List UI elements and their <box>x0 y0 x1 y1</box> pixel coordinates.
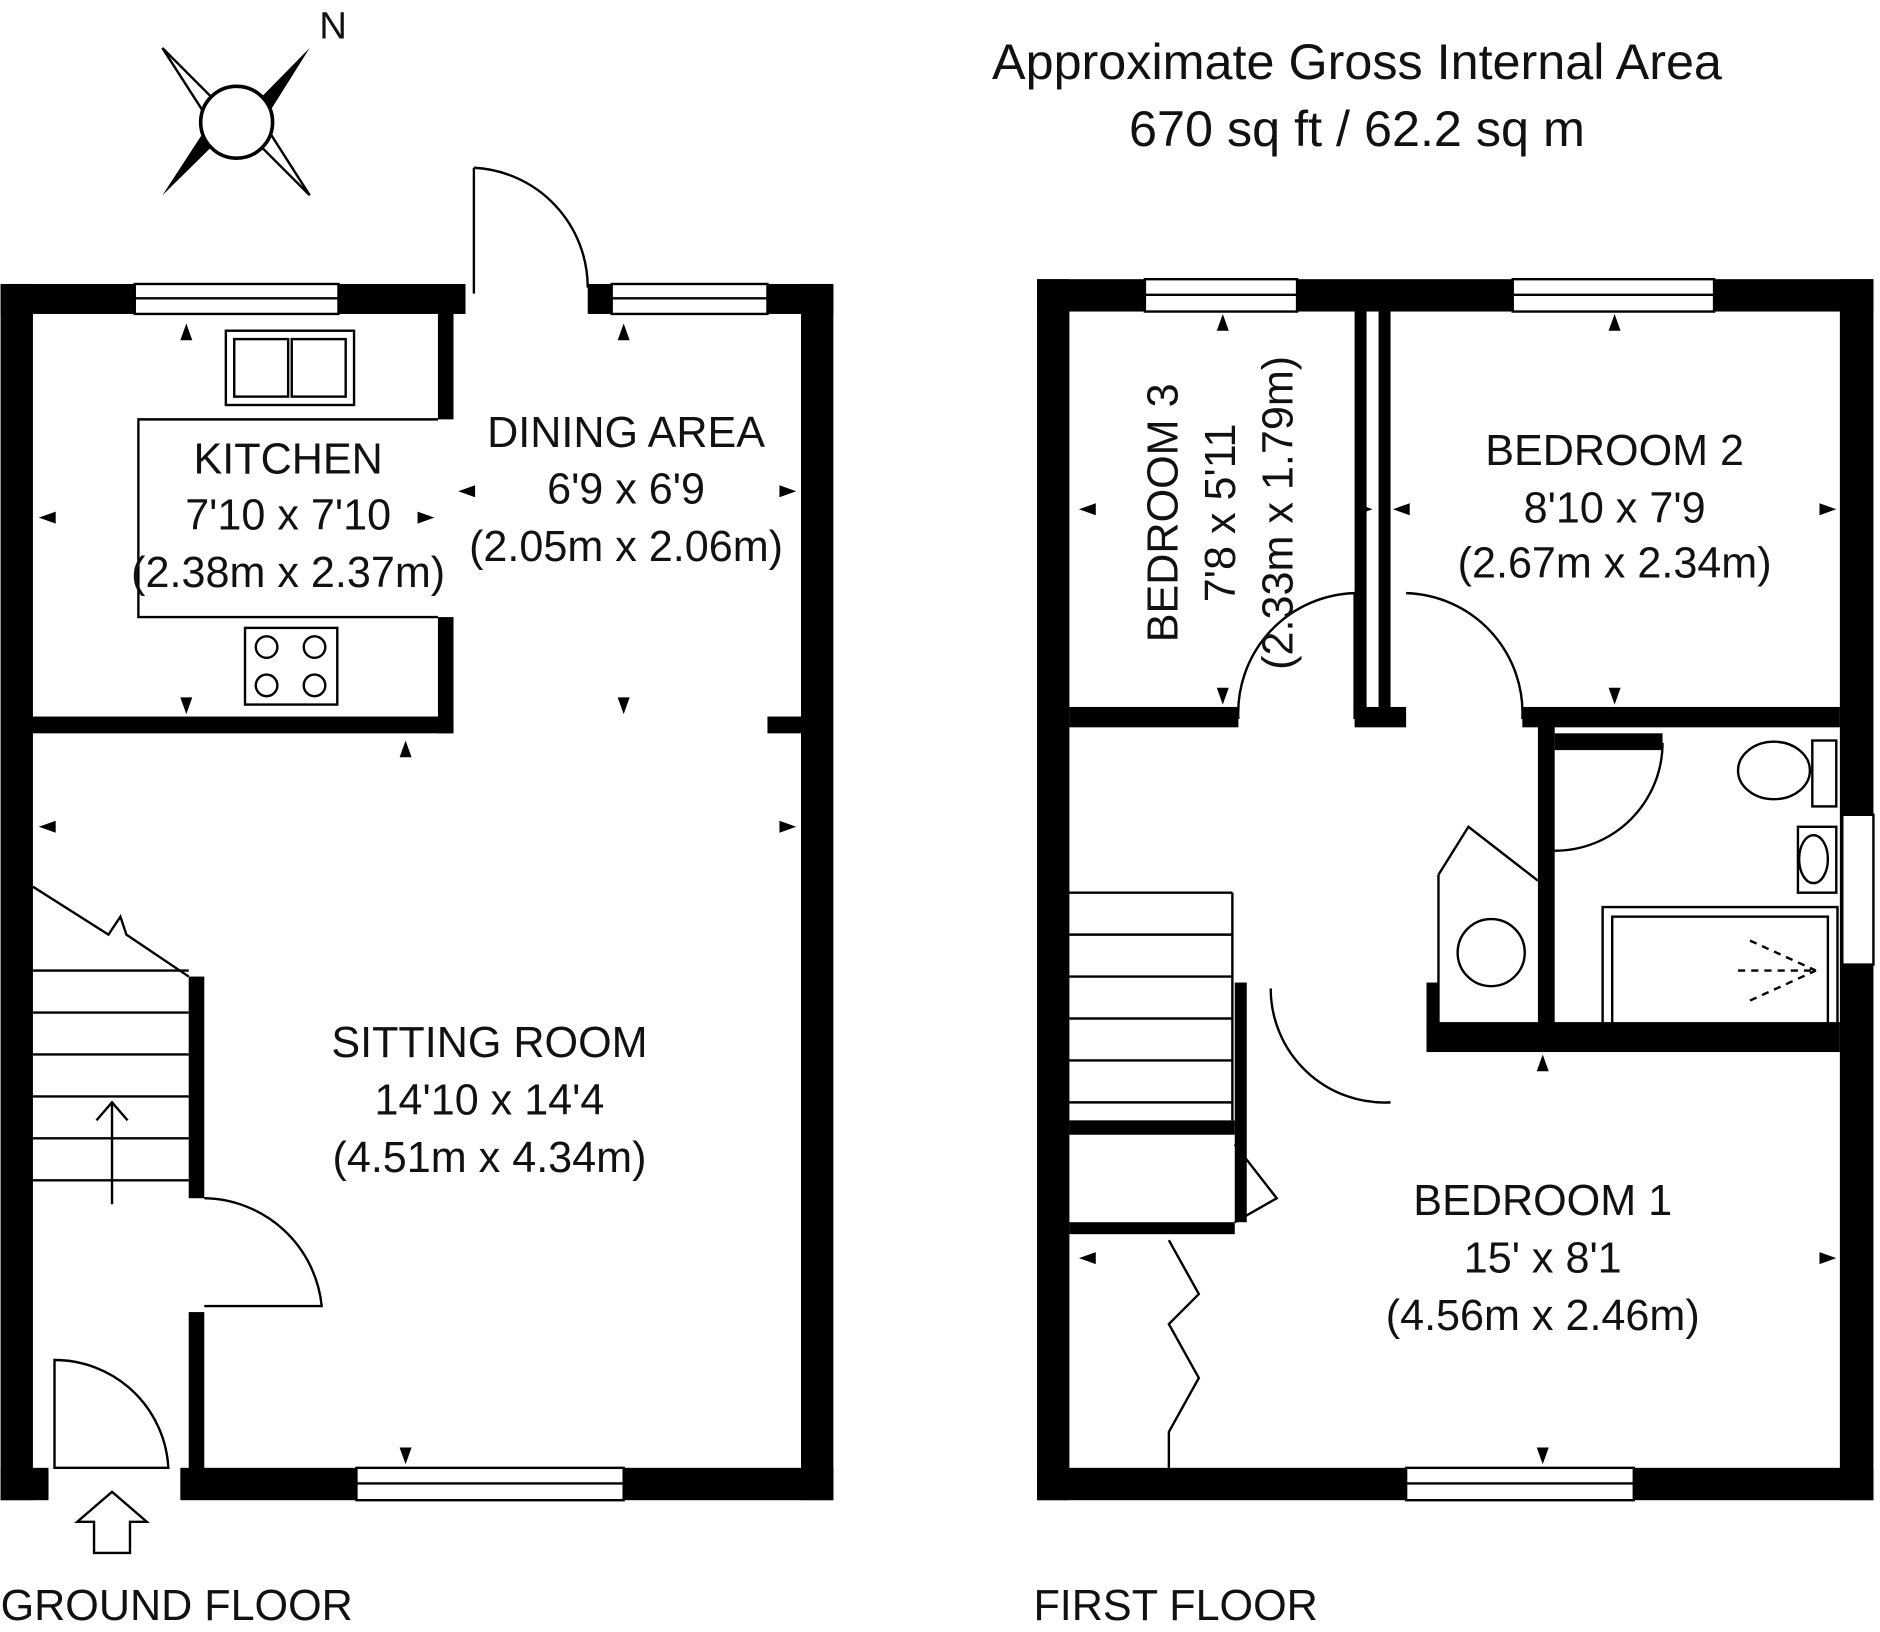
ground-floor-label: GROUND FLOOR <box>1 1582 353 1630</box>
svg-text:BEDROOM 2: BEDROOM 2 <box>1485 427 1744 475</box>
entrance-arrow-icon <box>74 1490 150 1555</box>
svg-text:7'8 x 5'11: 7'8 x 5'11 <box>1197 423 1245 602</box>
svg-text:KITCHEN: KITCHEN <box>194 435 383 483</box>
svg-text:(2.33m x 1.79m): (2.33m x 1.79m) <box>1254 356 1302 670</box>
svg-text:SITTING ROOM: SITTING ROOM <box>331 1019 647 1067</box>
svg-text:8'10 x 7'9: 8'10 x 7'9 <box>1524 484 1706 532</box>
ground-floor-plan: KITCHEN 7'10 x 7'10 (2.38m x 2.37m) DINI… <box>0 166 834 1630</box>
room-bedroom-2: BEDROOM 2 8'10 x 7'9 (2.67m x 2.34m) <box>1458 427 1772 588</box>
area-title: Approximate Gross Internal Area <box>992 33 1722 90</box>
first-floor-label: FIRST FLOOR <box>1033 1582 1317 1630</box>
svg-text:BEDROOM 3: BEDROOM 3 <box>1139 383 1187 642</box>
svg-text:(4.56m x 2.46m): (4.56m x 2.46m) <box>1386 1292 1700 1340</box>
svg-text:7'10 x 7'10: 7'10 x 7'10 <box>185 492 391 540</box>
room-sitting-room: SITTING ROOM 14'10 x 14'4 (4.51m x 4.34m… <box>331 1019 647 1182</box>
svg-text:(4.51m x 4.34m): (4.51m x 4.34m) <box>332 1134 646 1182</box>
room-kitchen: KITCHEN 7'10 x 7'10 (2.38m x 2.37m) <box>131 435 445 597</box>
compass-north-label: N <box>319 4 347 47</box>
svg-text:(2.38m x 2.37m): (2.38m x 2.37m) <box>131 549 445 597</box>
svg-text:15' x 8'1: 15' x 8'1 <box>1464 1235 1622 1283</box>
room-bedroom-1: BEDROOM 1 15' x 8'1 (4.56m x 2.46m) <box>1386 1177 1700 1340</box>
first-floor-plan: BEDROOM 3 7'8 x 5'11 (2.33m x 1.79m) BED… <box>1033 277 1875 1630</box>
compass-icon: N <box>161 4 347 197</box>
area-value: 670 sq ft / 62.2 sq m <box>1129 100 1585 157</box>
svg-text:(2.05m x 2.06m): (2.05m x 2.06m) <box>469 523 783 571</box>
room-bedroom-3: BEDROOM 3 7'8 x 5'11 (2.33m x 1.79m) <box>1139 356 1302 670</box>
room-dining-area: DINING AREA 6'9 x 6'9 (2.05m x 2.06m) <box>469 409 783 571</box>
svg-text:DINING AREA: DINING AREA <box>487 409 765 457</box>
svg-text:14'10 x 14'4: 14'10 x 14'4 <box>375 1076 605 1124</box>
svg-text:(2.67m x 2.34m): (2.67m x 2.34m) <box>1458 540 1772 588</box>
svg-text:6'9 x 6'9: 6'9 x 6'9 <box>547 465 705 513</box>
svg-text:BEDROOM 1: BEDROOM 1 <box>1413 1177 1672 1225</box>
